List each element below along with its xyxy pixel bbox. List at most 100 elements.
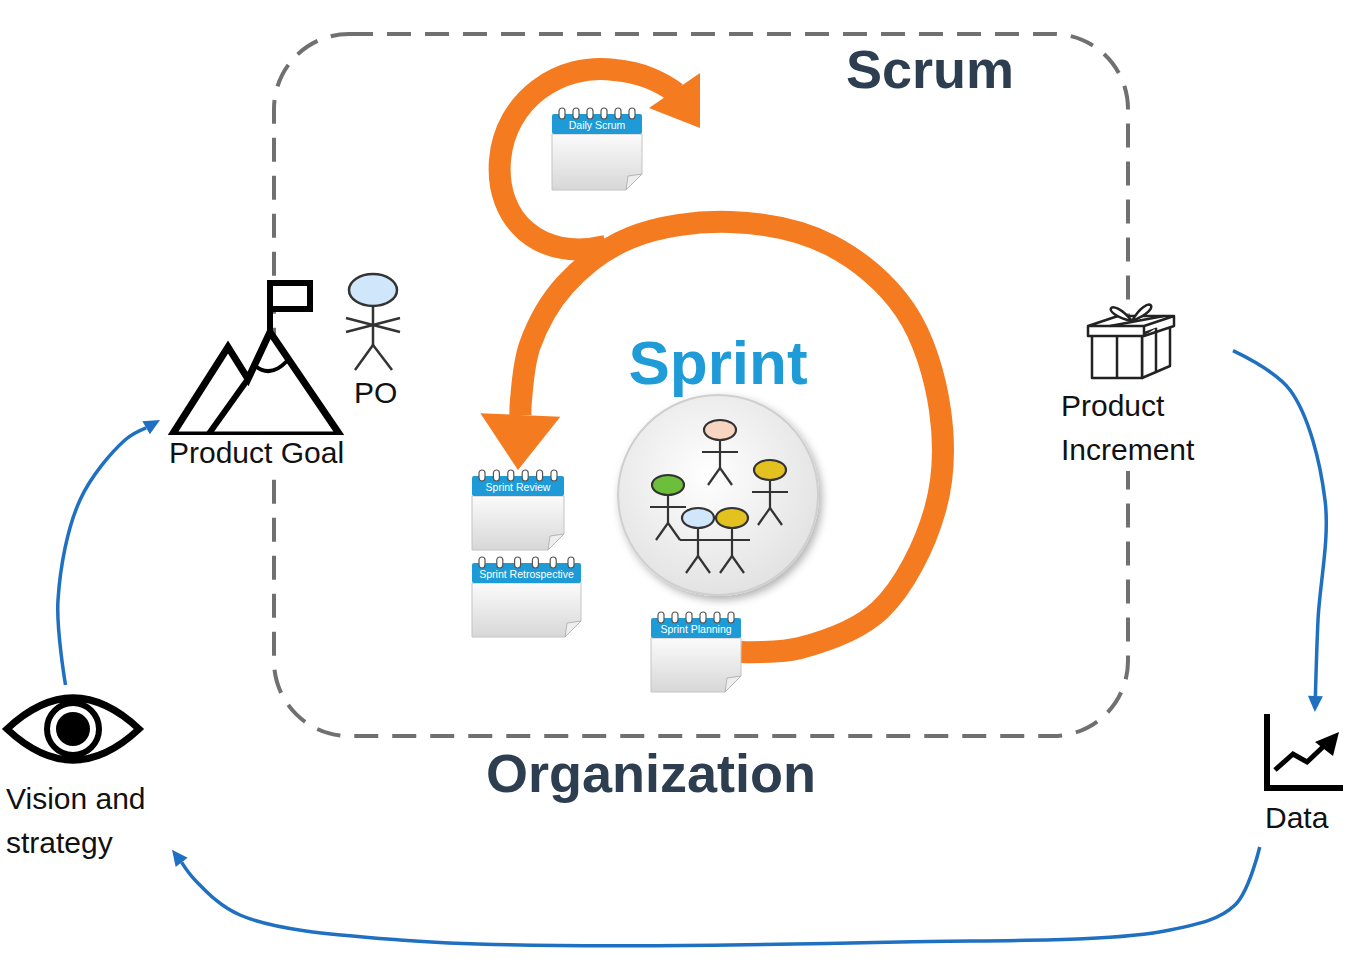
team-member-figure bbox=[650, 475, 686, 540]
binder-ring bbox=[672, 612, 678, 623]
sprint-review-calendar: Sprint Review bbox=[472, 470, 564, 550]
data-chart-icon bbox=[1267, 714, 1343, 788]
flow-arrow bbox=[1233, 351, 1326, 712]
binder-ring bbox=[532, 557, 538, 568]
chart-trend bbox=[1275, 745, 1325, 770]
calendar-page bbox=[651, 638, 741, 692]
binder-ring bbox=[559, 108, 565, 119]
figure-head bbox=[716, 508, 748, 528]
node-text: Sprint Retrospective bbox=[479, 565, 574, 583]
ribbon bbox=[1110, 316, 1164, 378]
node-text: Sprint bbox=[628, 330, 807, 395]
arrowhead bbox=[172, 850, 188, 867]
figure-arms bbox=[752, 491, 788, 493]
node-text: Sprint Planning bbox=[660, 620, 731, 638]
figure-arms bbox=[680, 539, 716, 541]
binder-ring bbox=[493, 470, 499, 481]
binder-ring bbox=[479, 470, 485, 481]
binder-ring bbox=[615, 108, 621, 119]
dashed-boundary bbox=[274, 34, 1128, 736]
data-chart-icon: Data bbox=[1255, 712, 1350, 847]
binder-ring bbox=[601, 108, 607, 119]
product-goal-icon bbox=[172, 283, 340, 435]
arrowhead bbox=[142, 420, 160, 434]
node-text: Daily Scrum bbox=[569, 116, 626, 134]
page-curl bbox=[626, 174, 642, 190]
arrowhead bbox=[1308, 696, 1323, 712]
connector-line bbox=[182, 847, 1260, 946]
sprint-team-circle bbox=[618, 395, 818, 595]
mountain-ridge bbox=[208, 379, 248, 435]
trend-arrowhead bbox=[1315, 732, 1339, 756]
scrum-region: ScrumDaily ScrumSprintSprint ReviewSprin… bbox=[272, 32, 1130, 738]
sprint-review-calendar bbox=[472, 470, 564, 550]
chart-axes bbox=[1267, 714, 1343, 788]
flow-arrow bbox=[58, 420, 160, 685]
binder-ring bbox=[522, 470, 528, 481]
pupil bbox=[56, 712, 90, 746]
binder-ring bbox=[587, 108, 593, 119]
binder-ring bbox=[728, 612, 734, 623]
area-label: Organization bbox=[486, 744, 816, 803]
figure-leg bbox=[656, 523, 668, 540]
figure-body bbox=[769, 479, 771, 508]
page-curl bbox=[565, 621, 581, 637]
figure-head bbox=[682, 508, 714, 528]
iris bbox=[47, 703, 99, 755]
connector-line bbox=[58, 428, 146, 685]
ribbon-bow bbox=[1111, 305, 1152, 321]
binder-ring bbox=[568, 557, 574, 568]
figure-head bbox=[704, 420, 736, 440]
sprint-planning-calendar bbox=[651, 612, 741, 692]
binder-ring bbox=[537, 470, 543, 481]
node-text: Product Goal bbox=[166, 435, 347, 471]
binder-ring bbox=[515, 557, 521, 568]
vision-eye-icon: Vision and strategy bbox=[3, 685, 172, 870]
figure-body bbox=[667, 494, 669, 523]
flag bbox=[270, 283, 310, 309]
figure-leg bbox=[698, 556, 710, 573]
figure-leg bbox=[732, 556, 744, 573]
team-member-figure bbox=[702, 420, 738, 485]
figure-head bbox=[652, 475, 684, 495]
sprint-retrospective-calendar bbox=[472, 557, 581, 637]
role-label: PO bbox=[354, 376, 397, 409]
node-text: Sprint Review bbox=[486, 478, 551, 496]
binder-ring bbox=[700, 612, 706, 623]
figure-leg bbox=[720, 468, 732, 485]
flow-arrow bbox=[172, 847, 1260, 946]
binder-ring bbox=[550, 557, 556, 568]
calendar-page bbox=[472, 496, 564, 550]
figure-head bbox=[754, 460, 786, 480]
calendar-header bbox=[472, 476, 564, 496]
role-label: PO bbox=[354, 376, 397, 409]
figure-leg bbox=[668, 523, 680, 540]
daily-scrum-calendar: Daily Scrum bbox=[552, 108, 642, 190]
figure-leg bbox=[708, 468, 720, 485]
figure-leg bbox=[770, 508, 782, 525]
figure-arms bbox=[650, 506, 686, 508]
binder-ring bbox=[573, 108, 579, 119]
sprint-team-circle: Sprint bbox=[618, 330, 818, 600]
team-circle bbox=[618, 395, 818, 595]
sprint-retrospective-calendar: Sprint Retrospective bbox=[472, 557, 581, 637]
page-curl bbox=[725, 676, 741, 692]
binder-ring bbox=[479, 557, 485, 568]
sprint-planning-calendar: Sprint Planning bbox=[651, 612, 741, 692]
mountain bbox=[172, 332, 340, 435]
node-text: Product Increment bbox=[1058, 384, 1229, 471]
team-member-figure bbox=[714, 508, 750, 573]
figure-body bbox=[719, 439, 721, 468]
binder-ring bbox=[551, 470, 557, 481]
figure-leg bbox=[758, 508, 770, 525]
product-owner-figure bbox=[346, 274, 400, 370]
daily-scrum-calendar bbox=[552, 108, 642, 190]
loop-arrowhead bbox=[649, 73, 700, 128]
figure-arms bbox=[714, 539, 750, 541]
binder-ring bbox=[497, 557, 503, 568]
product-increment-icon bbox=[1088, 305, 1174, 378]
figure-arms bbox=[702, 451, 738, 453]
connector-line bbox=[1233, 351, 1326, 696]
team-member-figure bbox=[680, 508, 716, 573]
